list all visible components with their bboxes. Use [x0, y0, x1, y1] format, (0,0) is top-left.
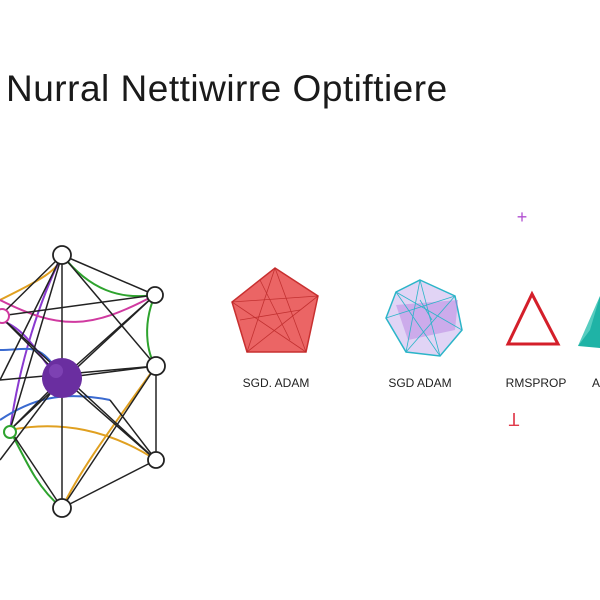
prism-icon — [578, 296, 600, 348]
network-node — [52, 245, 72, 265]
network-node — [146, 286, 164, 304]
network-edge — [61, 365, 157, 509]
network-node — [147, 451, 165, 469]
triangle-icon — [505, 290, 561, 346]
page-title: Nurral Nettiwirre Optiftiere — [6, 68, 448, 109]
network-edge — [0, 395, 111, 421]
network-edge — [0, 294, 156, 317]
network-node — [3, 425, 17, 439]
network-edge — [0, 254, 63, 381]
network-node — [52, 498, 72, 518]
network-node — [0, 308, 10, 324]
network-edge — [61, 459, 157, 509]
network-node — [146, 356, 166, 376]
network-edge — [61, 254, 157, 367]
network-edge — [146, 294, 157, 367]
optimizer-label-sgd-adam-1: SGD. ADAM — [242, 376, 310, 390]
network-edge — [109, 399, 157, 461]
neural-network-graph — [0, 245, 166, 518]
optimizer-label-partial: A — [591, 376, 600, 390]
network-edge — [9, 254, 63, 431]
tee-mark-icon: T — [508, 409, 520, 429]
network-center-node — [42, 358, 82, 398]
optimizer-label-rmsprop: RMSPROP — [505, 376, 567, 390]
network-edge — [0, 294, 156, 323]
network-edge — [61, 254, 156, 296]
network-edge — [9, 425, 157, 461]
optimizer-label-sgd-adam-2: SGD ADAM — [388, 376, 452, 390]
network-edge — [61, 365, 157, 509]
hexagon-icon — [385, 279, 463, 357]
network-edge — [0, 254, 63, 317]
network-edge — [9, 429, 63, 509]
pentagon-icon — [231, 267, 319, 353]
network-edge — [9, 294, 156, 431]
plus-mark-icon: + — [516, 207, 528, 227]
